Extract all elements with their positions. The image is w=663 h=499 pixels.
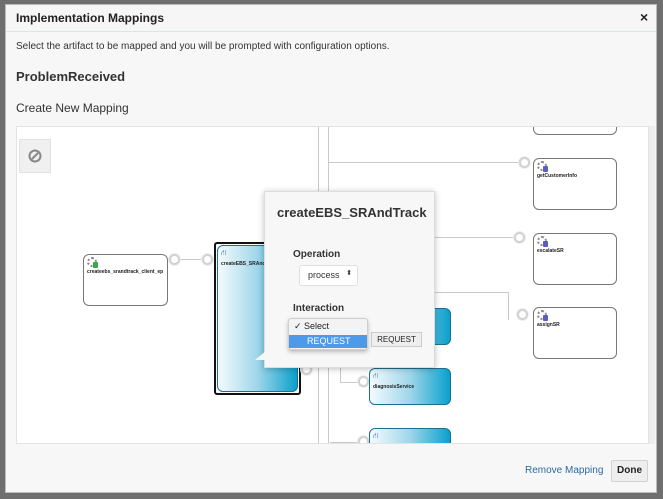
interaction-dropdown[interactable]: ✓ Select REQUEST bbox=[288, 318, 368, 350]
updown-icon: ⬍ bbox=[346, 270, 352, 277]
port bbox=[517, 309, 528, 320]
wire bbox=[340, 382, 370, 383]
canvas-scrollbar[interactable] bbox=[649, 126, 655, 444]
popup-title: createEBS_SRAndTrack bbox=[277, 205, 427, 220]
port bbox=[358, 436, 369, 443]
service-node-diagnosisservice[interactable]: ⛙ diagnosisService bbox=[369, 368, 451, 405]
dialog-header bbox=[6, 5, 656, 32]
operation-label: Operation bbox=[293, 249, 341, 260]
compass-icon bbox=[28, 149, 42, 163]
component-gear-icon bbox=[537, 236, 548, 247]
process-tree-icon: ⛙ bbox=[373, 371, 379, 380]
close-icon[interactable]: × bbox=[640, 9, 649, 25]
operation-select[interactable]: process⬍ bbox=[299, 265, 358, 286]
reference-node-assignsr[interactable]: assignSR bbox=[533, 307, 617, 359]
instructions-text: Select the artifact to be mapped and you… bbox=[16, 41, 390, 52]
dropdown-option-request[interactable]: REQUEST bbox=[289, 335, 367, 348]
process-tree-icon: ⛙ bbox=[373, 431, 379, 440]
section-title: Create New Mapping bbox=[16, 101, 129, 115]
reference-node-partial[interactable] bbox=[533, 127, 617, 135]
reference-node-getcustomerinfo[interactable]: getCustomerInfo bbox=[533, 158, 617, 210]
wire bbox=[340, 367, 341, 383]
remove-mapping-link[interactable]: Remove Mapping bbox=[525, 465, 604, 476]
client-node[interactable]: createebs_srandtrack_client_ep bbox=[83, 254, 168, 306]
artifact-name: ProblemReceived bbox=[16, 69, 126, 84]
component-gear-icon bbox=[87, 257, 98, 268]
compass-button[interactable] bbox=[19, 139, 51, 173]
wire bbox=[328, 162, 522, 163]
port bbox=[169, 254, 180, 265]
interaction-request-button[interactable]: REQUEST bbox=[371, 332, 422, 347]
process-tree-icon: ⛙ bbox=[221, 248, 227, 257]
done-button[interactable]: Done bbox=[611, 460, 648, 482]
wire bbox=[508, 292, 509, 320]
interaction-label: Interaction bbox=[293, 303, 345, 314]
component-gear-icon bbox=[537, 161, 548, 172]
port bbox=[514, 232, 525, 243]
wire bbox=[177, 259, 207, 260]
component-gear-icon bbox=[537, 310, 548, 321]
wire bbox=[330, 442, 370, 443]
port bbox=[519, 157, 530, 168]
dialog-title: Implementation Mappings bbox=[16, 11, 165, 25]
port bbox=[358, 376, 369, 387]
reference-node-escalatesr[interactable]: escalateSR bbox=[533, 233, 617, 285]
popup-pointer bbox=[255, 350, 267, 360]
service-node[interactable]: ⛙ bbox=[369, 428, 451, 443]
port bbox=[202, 254, 213, 265]
checkmark-icon: ✓ bbox=[294, 321, 305, 331]
dropdown-option-select[interactable]: ✓ Select bbox=[294, 321, 330, 331]
